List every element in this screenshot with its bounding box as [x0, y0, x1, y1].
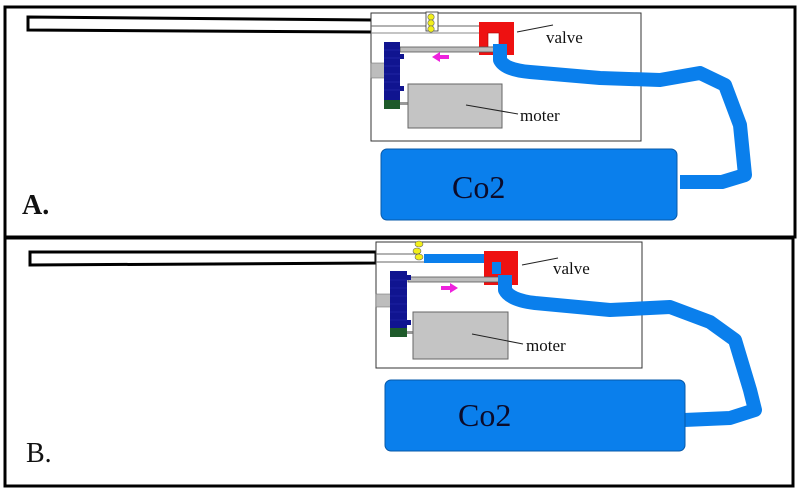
- panel-a-co2-hose: [493, 44, 752, 189]
- panel-b-co2-hose: [498, 275, 762, 427]
- panel-a-label: A.: [22, 190, 49, 221]
- panel-b-gear-assembly: [375, 271, 414, 337]
- panel-a-barrel: [26, 15, 374, 34]
- panel-a-piston-rod: [399, 46, 497, 53]
- panel-a-co2-tank: [380, 148, 678, 221]
- panel-a-direction-arrow-left-icon: [432, 52, 449, 62]
- panel-b-valve-label: valve: [553, 259, 590, 278]
- panel-a-valve-label: valve: [546, 28, 583, 47]
- panel-b-piston-rod: [407, 276, 504, 283]
- panel-b-direction-arrow-right-icon: [441, 283, 458, 293]
- panel-b-spring: [412, 240, 424, 261]
- panel-b-label: B.: [26, 438, 52, 469]
- panel-a-tank-label: Co2: [452, 169, 505, 205]
- panel-a-spring: [425, 11, 439, 33]
- panel-b-motor: [412, 311, 509, 360]
- panel-a-motor-label: moter: [520, 106, 560, 125]
- panel-a: valve moter C: [3, 5, 797, 239]
- panel-b-co2-tank: [384, 379, 686, 452]
- panel-a-motor: [407, 83, 503, 129]
- panel-b-motor-label: moter: [526, 336, 566, 355]
- panel-b-tank-label: Co2: [458, 397, 511, 433]
- panel-b-barrel: [28, 250, 378, 267]
- panel-b: valve moter C: [3, 236, 795, 488]
- panel-a-gear-assembly: [370, 42, 408, 109]
- panel-b-barrel-co2: [424, 254, 496, 263]
